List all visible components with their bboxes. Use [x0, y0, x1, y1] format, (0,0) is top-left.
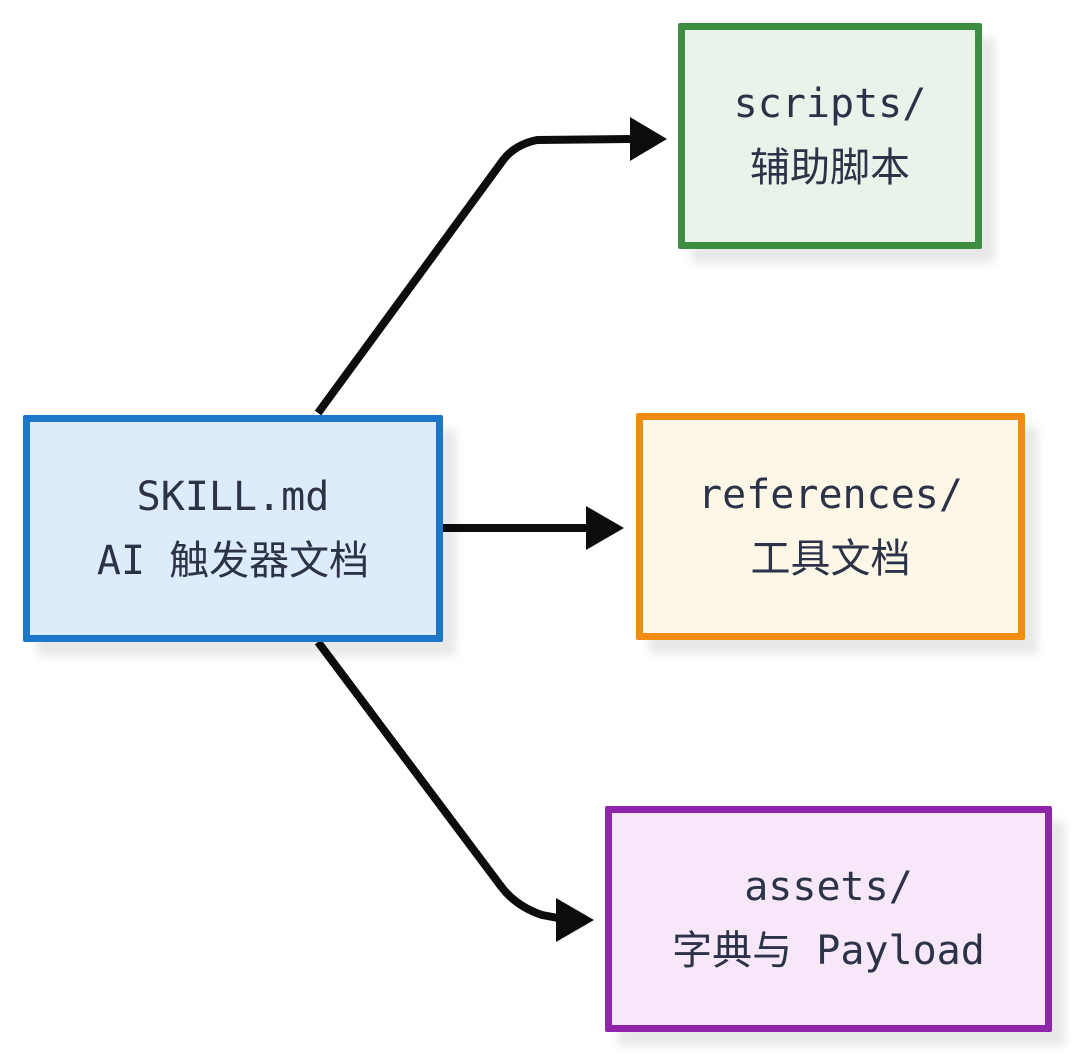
edge-skill-to-scripts: [314, 117, 667, 416]
node-scripts-dir-subtitle: 辅助脚本: [750, 145, 910, 191]
node-references-dir-subtitle: 工具文档: [750, 535, 911, 582]
node-references-dir: references/ 工具文档: [636, 413, 1025, 640]
node-references-dir-title: references/: [698, 471, 963, 518]
node-scripts-dir: scripts/ 辅助脚本: [678, 23, 982, 249]
node-skill-md-title: SKILL.md: [136, 473, 330, 520]
node-skill-md: SKILL.md AI 触发器文档: [23, 415, 443, 642]
edge-skill-to-assets: [314, 639, 594, 942]
node-assets-dir-subtitle: 字典与 Payload: [672, 928, 985, 974]
edge-skill-to-references: [443, 506, 624, 550]
node-assets-dir-title: assets/: [744, 864, 913, 910]
node-scripts-dir-title: scripts/: [733, 81, 927, 127]
node-assets-dir: assets/ 字典与 Payload: [605, 806, 1052, 1032]
node-skill-md-subtitle: AI 触发器文档: [96, 537, 370, 584]
